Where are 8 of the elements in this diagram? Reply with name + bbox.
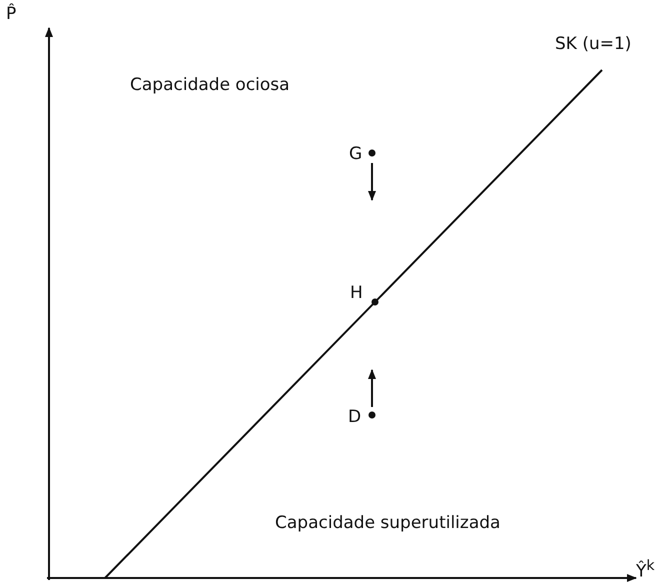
point-label: G: [349, 144, 362, 164]
axis-label: Ŷ$^{k}$: [636, 557, 655, 582]
region-label: Capacidade ociosa: [130, 75, 290, 95]
region-label: Capacidade superutilizada: [275, 513, 500, 533]
axis-label: P̂: [6, 4, 16, 24]
line-label: SK (u=1): [555, 34, 632, 54]
point-label: H: [350, 283, 363, 303]
point-label: D: [348, 407, 362, 427]
